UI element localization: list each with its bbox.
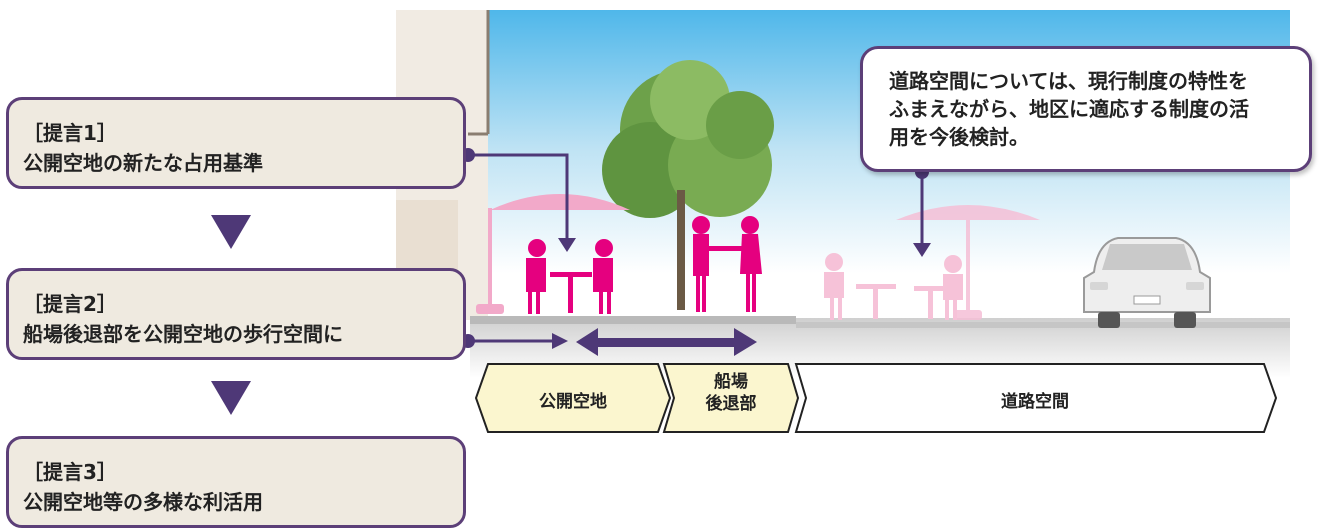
- double-arrow: [576, 328, 757, 356]
- proposal-2-tag: ［提言2］: [23, 292, 117, 316]
- sidewalk: [470, 316, 796, 324]
- zone-label-setback: 船場 後退部: [674, 371, 788, 415]
- zone-label-setback-line1: 船場: [714, 372, 748, 392]
- zone-shape-setback: [662, 363, 800, 433]
- proposal-1-tag: ［提言1］: [23, 121, 117, 145]
- flow-arrow-2: [211, 381, 251, 415]
- arrow-down-1: [558, 238, 576, 252]
- callout-line-2: ふまえながら、地区に適応する制度の活: [889, 97, 1249, 121]
- proposal-3-tag: ［提言3］: [23, 460, 117, 484]
- arrow-right-2: [552, 333, 568, 349]
- proposal-1-box: ［提言1］ 公開空地の新たな占用基準: [6, 97, 466, 189]
- standing-figures: [692, 216, 762, 312]
- zone-label-setback-line2: 後退部: [705, 394, 757, 414]
- zone-label-open-space: 公開空地: [539, 392, 607, 412]
- callout-line-3: 用を今後検討。: [889, 125, 1029, 149]
- car: [1083, 237, 1211, 328]
- road-surface: [796, 322, 1290, 328]
- zone-label-road: 道路空間: [1001, 392, 1069, 412]
- cafe-figures-right: [824, 253, 963, 320]
- proposal-3-text: 公開空地等の多様な利活用: [23, 490, 263, 514]
- proposal-3-box: ［提言3］ 公開空地等の多様な利活用: [6, 436, 466, 528]
- cafe-figures-left: [526, 239, 613, 314]
- flow-arrow-1: [211, 215, 251, 249]
- parasol-right: [896, 205, 1040, 320]
- connector-proposal-1: [468, 153, 569, 240]
- proposal-2-text: 船場後退部を公開空地の歩行空間に: [23, 322, 343, 346]
- parasol-left: [476, 194, 630, 314]
- proposal-2-box: ［提言2］ 船場後退部を公開空地の歩行空間に: [6, 268, 466, 360]
- zone-shape-road: [794, 363, 1278, 433]
- road-space-callout: 道路空間については、現行制度の特性を ふまえながら、地区に適応する制度の活 用を…: [860, 46, 1312, 172]
- callout-line-1: 道路空間については、現行制度の特性を: [889, 69, 1248, 93]
- zone-shape-open-space: [474, 363, 672, 433]
- tree: [602, 60, 774, 310]
- proposal-1-text: 公開空地の新たな占用基準: [23, 151, 263, 175]
- arrow-down-callout: [913, 243, 931, 257]
